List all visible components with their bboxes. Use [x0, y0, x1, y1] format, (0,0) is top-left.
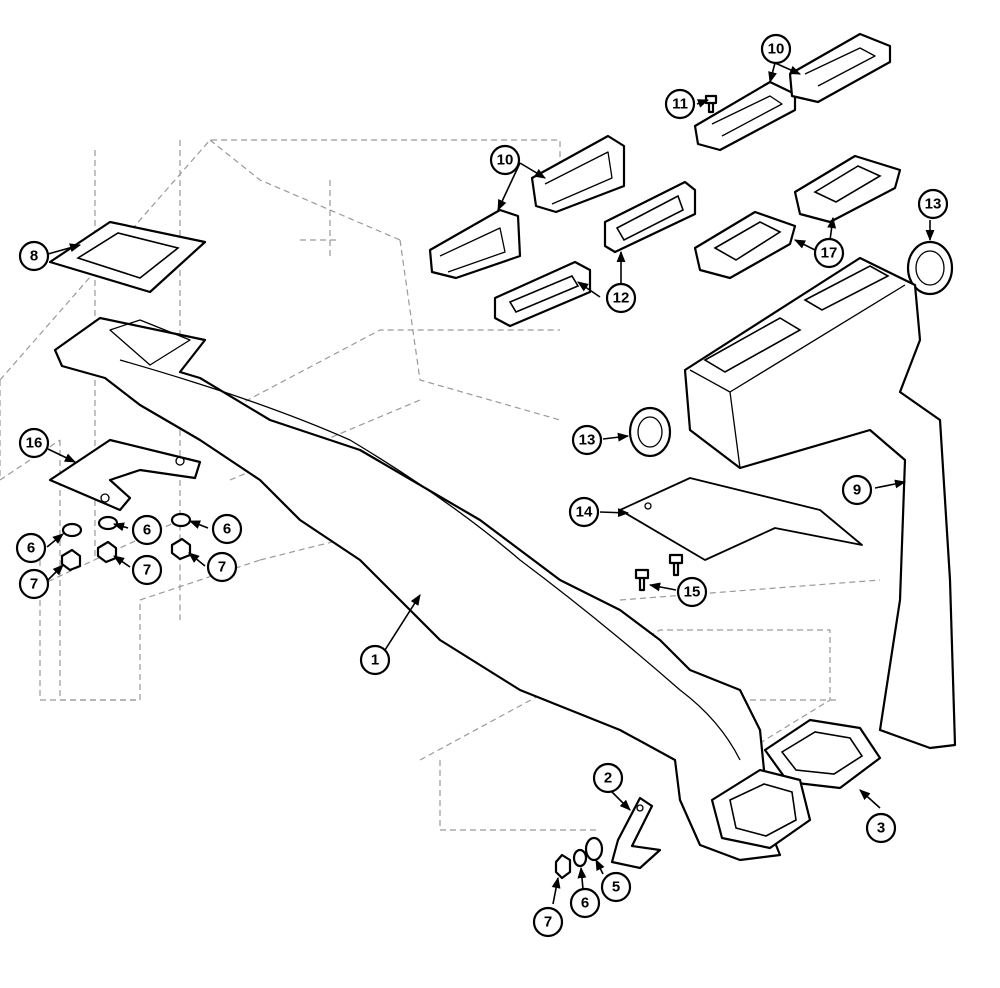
svg-text:13: 13	[925, 196, 942, 213]
outlet-grille	[710, 718, 882, 850]
callout-6c: 6	[211, 513, 243, 545]
callout-11: 11	[664, 88, 696, 120]
callout-3: 3	[865, 812, 897, 844]
svg-text:5: 5	[612, 879, 620, 896]
callout-8: 8	[18, 240, 50, 272]
gasket-upper	[48, 220, 207, 294]
screw-upper	[704, 94, 718, 114]
svg-text:9: 9	[853, 482, 861, 499]
retaining-clip	[610, 796, 662, 870]
callout-10b: 10	[760, 33, 792, 65]
callout-13a: 13	[917, 188, 949, 220]
callout-6b: 6	[131, 514, 163, 546]
leader-lines	[46, 62, 935, 905]
washers-and-nuts-lower	[554, 836, 604, 880]
svg-text:7: 7	[218, 559, 226, 576]
svg-text:13: 13	[579, 432, 596, 449]
callout-6a: 6	[15, 532, 47, 564]
plugs	[628, 240, 954, 458]
mounting-bracket	[48, 438, 202, 512]
distribution-box-and-riser	[683, 256, 957, 750]
callout-16: 16	[18, 427, 50, 459]
callout-12: 12	[605, 282, 637, 314]
svg-text:6: 6	[223, 521, 231, 538]
svg-text:3: 3	[877, 820, 885, 837]
svg-text:16: 16	[26, 435, 43, 452]
callout-7b: 7	[131, 554, 163, 586]
callout-17: 17	[813, 237, 845, 269]
callout-7d: 7	[532, 906, 564, 938]
svg-text:6: 6	[581, 895, 589, 912]
svg-text:6: 6	[143, 522, 151, 539]
svg-text:17: 17	[821, 245, 838, 262]
washers-and-nuts-left	[60, 512, 192, 572]
callout-1: 1	[359, 644, 391, 676]
svg-text:7: 7	[544, 914, 552, 931]
svg-text:2: 2	[604, 770, 612, 787]
callout-10a: 10	[489, 144, 521, 176]
vent-frames	[493, 180, 697, 328]
vent-louvres	[428, 32, 892, 280]
callout-13b: 13	[571, 424, 603, 456]
callout-5: 5	[600, 871, 632, 903]
vent-housings	[693, 154, 902, 280]
svg-text:7: 7	[30, 576, 38, 593]
insulation-sheet	[619, 477, 863, 561]
callout-6d: 6	[569, 887, 601, 919]
screws	[634, 553, 684, 592]
svg-text:14: 14	[576, 504, 593, 521]
svg-text:10: 10	[497, 152, 514, 169]
svg-text:11: 11	[672, 96, 688, 113]
callout-14: 14	[568, 496, 600, 528]
callout-7a: 7	[18, 568, 50, 600]
callout-15: 15	[676, 576, 708, 608]
svg-text:15: 15	[684, 584, 701, 601]
callout-2: 2	[592, 762, 624, 794]
callout-7c: 7	[206, 551, 238, 583]
svg-text:12: 12	[613, 290, 630, 307]
svg-text:10: 10	[768, 41, 785, 58]
svg-text:6: 6	[27, 540, 35, 557]
svg-text:7: 7	[143, 562, 151, 579]
svg-text:1: 1	[371, 652, 379, 669]
svg-text:8: 8	[30, 248, 38, 265]
callout-9: 9	[841, 474, 873, 506]
